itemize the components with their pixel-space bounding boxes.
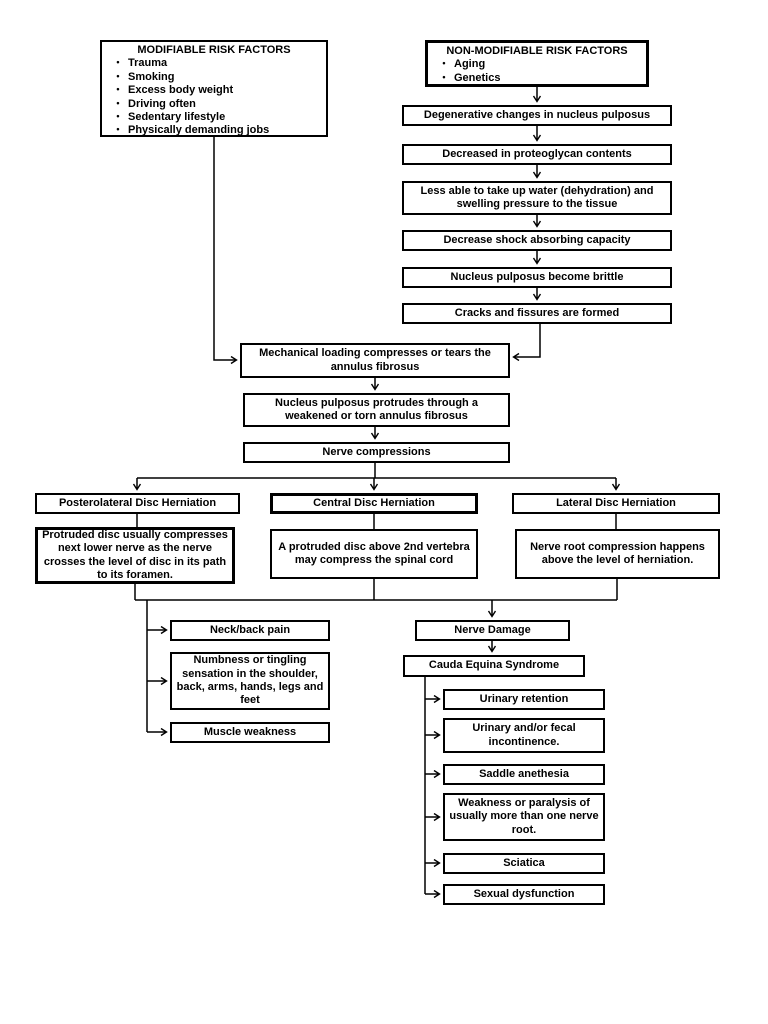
bullet-text: Sedentary lifestyle — [128, 111, 226, 124]
bullet-item: • Smoking — [108, 71, 320, 84]
bullet-icon: • — [442, 58, 446, 69]
modifiable-title: MODIFIABLE RISK FACTORS — [137, 44, 291, 56]
node-lateral-description: Nerve root compression happens above the… — [515, 529, 720, 579]
node-protrusion: Nucleus pulposus protrudes through a wea… — [243, 393, 510, 427]
modifiable-list: • Trauma • Smoking • Excess body weight • Drivi… — [108, 57, 320, 137]
non-modifiable-title: NON-MODIFIABLE RISK FACTORS — [446, 45, 628, 57]
bullet-item: • Driving often — [108, 98, 320, 111]
bullet-icon: • — [116, 124, 120, 135]
bullet-text: Smoking — [128, 70, 175, 83]
node-lateral-herniation: Lateral Disc Herniation — [512, 493, 720, 514]
bullet-item: • Physically demanding jobs — [108, 124, 320, 137]
node-brittle: Nucleus pulposus become brittle — [402, 267, 672, 288]
bullet-icon: • — [116, 84, 120, 95]
bullet-item: • Excess body weight — [108, 84, 320, 97]
bullet-text: Excess body weight — [128, 84, 234, 97]
node-saddle-anethesia: Saddle anethesia — [443, 764, 605, 785]
bullet-text: Genetics — [454, 71, 501, 84]
node-nerve-damage: Nerve Damage — [415, 620, 570, 641]
node-incontinence: Urinary and/or fecal incontinence. — [443, 718, 605, 753]
bullet-text: Aging — [454, 58, 486, 71]
bullet-icon: • — [116, 97, 120, 108]
node-sciatica: Sciatica — [443, 853, 605, 874]
bullet-icon: • — [442, 71, 446, 82]
node-nerve-compressions: Nerve compressions — [243, 442, 510, 463]
bullet-icon: • — [116, 70, 120, 81]
node-sexual-dysfunction: Sexual dysfunction — [443, 884, 605, 905]
node-cauda-equina-syndrome: Cauda Equina Syndrome — [403, 655, 585, 677]
node-posterolateral-herniation: Posterolateral Disc Herniation — [35, 493, 240, 514]
bullet-text: Physically demanding jobs — [128, 124, 270, 137]
bullet-item: • Trauma — [108, 57, 320, 70]
node-central-description: A protruded disc above 2nd vertebra may … — [270, 529, 478, 579]
node-weakness-paralysis: Weakness or paralysis of usually more th… — [443, 793, 605, 841]
node-proteoglycan: Decreased in proteoglycan contents — [402, 144, 672, 165]
node-degenerative-changes: Degenerative changes in nucleus pulposus — [402, 105, 672, 126]
node-central-herniation: Central Disc Herniation — [270, 493, 478, 514]
bullet-icon: • — [116, 111, 120, 122]
node-urinary-retention: Urinary retention — [443, 689, 605, 710]
bullet-text: Driving often — [128, 97, 196, 110]
node-posterolateral-description: Protruded disc usually compresses next l… — [35, 527, 235, 584]
bullet-icon: • — [116, 57, 120, 68]
bullet-item: • Genetics — [434, 72, 640, 85]
node-water-uptake: Less able to take up water (dehydration)… — [402, 181, 672, 215]
bullet-item: • Sedentary lifestyle — [108, 111, 320, 124]
bullet-text: Trauma — [128, 57, 168, 70]
node-numbness-tingling: Numbness or tingling sensation in the sh… — [170, 652, 330, 710]
node-cracks-fissures: Cracks and fissures are formed — [402, 303, 672, 324]
bullet-item: • Aging — [434, 58, 640, 71]
node-neck-back-pain: Neck/back pain — [170, 620, 330, 641]
node-modifiable-risk-factors: MODIFIABLE RISK FACTORS •Trauma•Smoking•… — [100, 40, 328, 137]
non-modifiable-list: • Aging • Genetics — [434, 58, 640, 85]
node-muscle-weakness: Muscle weakness — [170, 722, 330, 743]
node-non-modifiable-risk-factors: NON-MODIFIABLE RISK FACTORS • Aging • Genet… — [425, 40, 649, 87]
node-shock-absorbing: Decrease shock absorbing capacity — [402, 230, 672, 251]
node-mechanical-loading: Mechanical loading compresses or tears t… — [240, 343, 510, 378]
